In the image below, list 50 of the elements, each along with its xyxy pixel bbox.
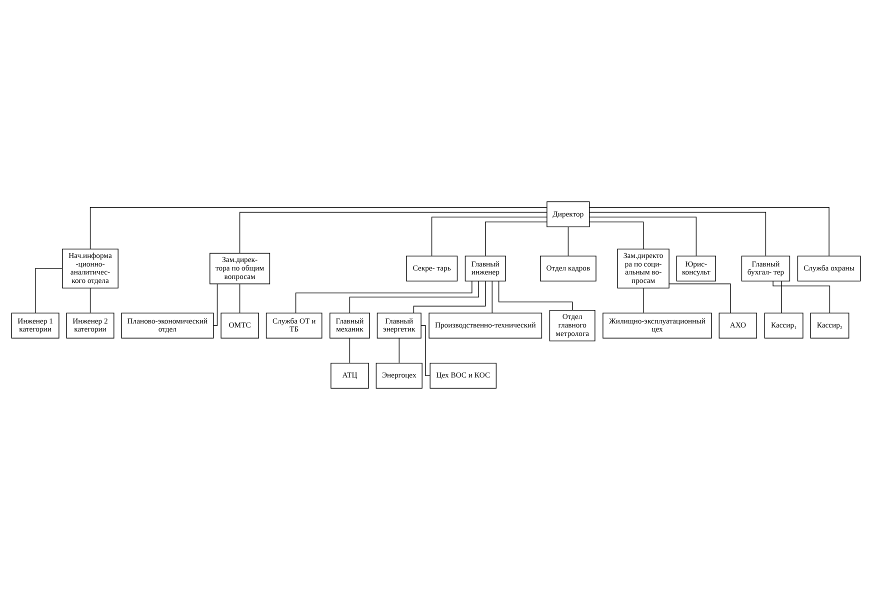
node-box: Планово-экономический отдел [121,312,214,338]
connector [398,337,400,363]
node-box: ОМТС [220,312,259,338]
connector [668,283,731,313]
connector [295,280,472,313]
node-box: Энергоцех [376,362,422,388]
connector [34,268,62,313]
connector [781,280,782,313]
node-box: Служба ОТ и ТБ [266,312,322,338]
connector [772,280,830,313]
node-box: Производственно-технический [428,312,542,338]
connector [90,287,91,313]
node-box: Цех ВОС и КОС [430,362,497,388]
node-box: Жилищно-эксплуатационный цех [602,312,712,338]
connector [239,211,548,254]
connector [642,287,644,313]
node-box: Отдел кадров [540,255,596,281]
node-box: Секре- тарь [406,255,458,281]
node-box: Нач.информа -ционно- аналитичес- кого отдела [62,248,118,288]
node-box: Кассир₂ [810,312,850,338]
connector [349,337,350,363]
connector [420,324,430,376]
node-box: Зам.директо ра по соци- альным во- просам [617,248,670,288]
connector [431,216,548,256]
node-box: Инженер 2 категории [66,312,114,338]
node-box: Главный энергетик [376,312,422,338]
node-box: Главный бухгал- тер [741,255,790,281]
node-box: АТЦ [330,362,369,388]
connector [498,280,573,310]
connector [213,283,218,326]
connector [568,226,569,256]
connector [589,221,644,249]
node-box: Зам.дирек- тора по общим вопросам [210,252,270,284]
node-box: Служба охраны [797,255,861,281]
connector [349,280,480,313]
connector [485,221,548,256]
node-box: Директор [546,200,590,227]
connector [589,216,697,256]
node-box: Главный инженер [464,255,506,281]
connector [413,280,486,313]
node-box: АХО [718,312,758,338]
connector [90,206,548,249]
node-box: Инженер 1 категории [11,312,60,338]
node-box: Юрис- консульт [676,255,716,281]
node-box: Кассир₁ [764,312,804,338]
node-box: Отдел главного метролога [549,309,596,341]
connector [589,206,830,256]
connector [589,211,766,256]
node-box: Главный механик [330,312,370,338]
connector [239,283,240,313]
